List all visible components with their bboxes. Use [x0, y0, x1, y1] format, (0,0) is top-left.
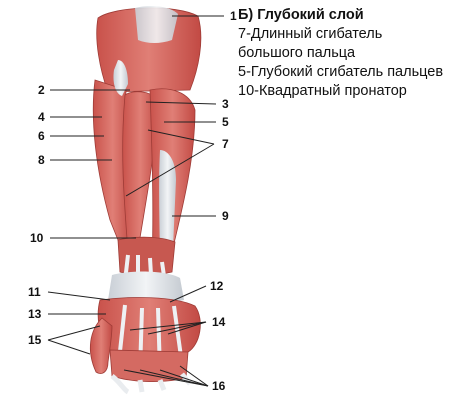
- leader-14a: [129, 321, 207, 331]
- thumb: [89, 317, 113, 374]
- caption-line: 7-Длинный сгибатель: [238, 26, 383, 42]
- label-1: 1: [230, 9, 237, 23]
- flexor-pollicis-longus: [122, 91, 159, 253]
- label-9: 9: [222, 209, 229, 223]
- label-5: 5: [222, 115, 229, 129]
- label-16: 16: [212, 379, 226, 393]
- leader-14b: [147, 321, 207, 335]
- leader-7a: [147, 129, 215, 145]
- leader-7b: [125, 143, 215, 197]
- leader-3: [145, 101, 217, 105]
- leader-12: [169, 285, 207, 303]
- label-12: 12: [210, 279, 224, 293]
- radius-tendon: [113, 60, 128, 96]
- leader-15b: [47, 325, 101, 341]
- leader-16a: [123, 369, 209, 387]
- leader-lines: [47, 15, 224, 387]
- finger-tips: [110, 372, 192, 395]
- wrist: [108, 271, 184, 305]
- caption: Б) Глубокий слой 7-Длинный сгибатель бол…: [238, 6, 470, 101]
- humerus-epicondyle: [135, 6, 178, 43]
- finger-tendons: [116, 304, 184, 373]
- label-6: 6: [38, 129, 45, 143]
- label-8: 8: [38, 153, 45, 167]
- caption-line: большого пальца: [238, 45, 356, 61]
- caption-heading: Б) Глубокий слой: [238, 7, 364, 23]
- leader-11: [47, 291, 111, 301]
- label-4: 4: [38, 110, 45, 124]
- leader-14c: [167, 321, 207, 335]
- label-3: 3: [222, 97, 229, 111]
- label-15: 15: [28, 333, 42, 347]
- label-7: 7: [222, 137, 229, 151]
- label-10: 10: [30, 231, 44, 245]
- caption-line: 5-Глубокий сгибатель пальцев: [238, 64, 444, 80]
- label-13: 13: [28, 307, 42, 321]
- leader-16b: [139, 369, 209, 387]
- label-2: 2: [38, 83, 45, 97]
- leader-16d: [179, 365, 209, 387]
- finger-bases: [109, 349, 189, 383]
- leader-15a: [47, 339, 91, 355]
- label-14: 14: [212, 315, 226, 329]
- leader-16c: [159, 369, 209, 387]
- caption-line: 10-Квадратный пронатор: [238, 83, 407, 99]
- label-11: 11: [28, 285, 41, 299]
